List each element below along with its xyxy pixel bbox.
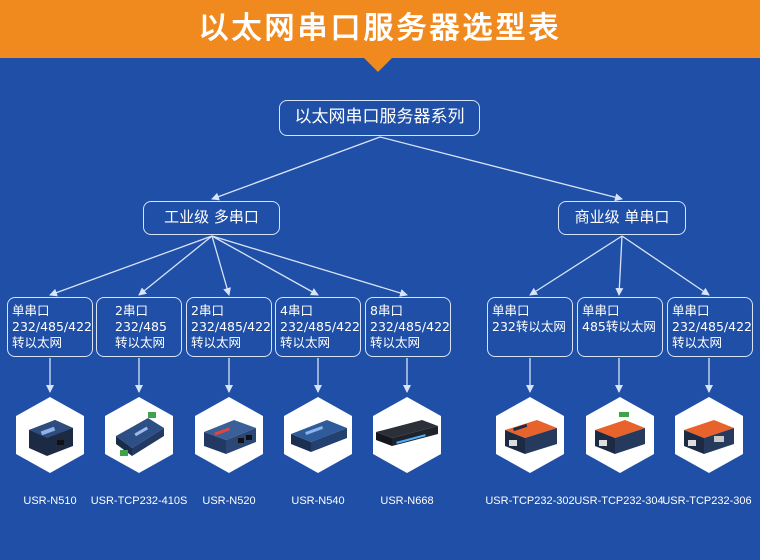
edge-commercial-304	[615, 235, 624, 296]
spec-box-n510: 单串口 232/485/422 转以太网	[7, 297, 93, 357]
spec-box-n520: 2串口 232/485/422 转以太网	[186, 297, 272, 357]
spec-box-302: 单串口 232转以太网	[487, 297, 573, 357]
product-image-302	[495, 396, 565, 474]
spec-box-n668: 8串口 232/485/422 转以太网	[365, 297, 451, 357]
model-label-n540: USR-N540	[291, 495, 345, 507]
spec-line: 232/485/422	[280, 319, 360, 334]
model-label-306: USR-TCP232-306	[662, 495, 752, 507]
spec-box-410s: 2串口 232/485 转以太网	[96, 297, 182, 357]
edge-root-commercial	[379, 136, 623, 202]
spec-line: 232/485/422	[672, 319, 752, 334]
edge-industrial-n510	[49, 235, 213, 297]
spec-line: 转以太网	[280, 335, 331, 350]
product-image-306	[674, 396, 744, 474]
spec-line: 转以太网	[672, 335, 723, 350]
model-label-n668: USR-N668	[380, 495, 434, 507]
product-image-n520	[194, 396, 264, 474]
edge-industrial-n540	[211, 235, 319, 296]
spec-line: 2串口	[115, 303, 148, 318]
model-label-304: USR-TCP232-304	[574, 495, 664, 507]
spec-line: 转以太网	[370, 335, 421, 350]
edge-commercial-302	[529, 235, 623, 296]
root-node: 以太网串口服务器系列	[279, 100, 480, 136]
spec-line: 232/485	[115, 319, 167, 334]
edge-industrial-410s	[138, 235, 213, 296]
edge-industrial-n668	[211, 235, 408, 297]
model-label-410s: USR-TCP232-410S	[90, 495, 188, 507]
product-image-n510	[15, 396, 85, 474]
model-label-n520: USR-N520	[202, 495, 256, 507]
spec-box-n540: 4串口 232/485/422 转以太网	[275, 297, 361, 357]
spec-line: 单串口	[582, 303, 620, 318]
spec-line: 232/485/422	[191, 319, 271, 334]
spec-line: 单串口	[672, 303, 710, 318]
edge-industrial-n520	[211, 235, 231, 296]
edge-commercial-306	[621, 235, 710, 296]
spec-line: 232/485/422	[370, 319, 450, 334]
title-banner	[0, 0, 760, 58]
spec-line: 4串口	[280, 303, 313, 318]
spec-line: 232/485/422	[12, 319, 92, 334]
product-image-410s	[104, 396, 174, 474]
model-label-302: USR-TCP232-302	[485, 495, 575, 507]
spec-box-304: 单串口 485转以太网	[577, 297, 663, 357]
category-industrial: 工业级 多串口	[143, 201, 280, 235]
model-label-n510: USR-N510	[23, 495, 77, 507]
product-image-n668	[372, 396, 442, 474]
spec-line: 8串口	[370, 303, 403, 318]
spec-line: 转以太网	[191, 335, 242, 350]
spec-line: 转以太网	[12, 335, 63, 350]
category-commercial: 商业级 单串口	[558, 201, 686, 235]
spec-box-306: 单串口 232/485/422 转以太网	[667, 297, 753, 357]
spec-line: 单串口	[12, 303, 50, 318]
spec-line: 单串口	[492, 303, 530, 318]
spec-line: 485转以太网	[582, 319, 656, 334]
product-image-304	[585, 396, 655, 474]
product-image-n540	[283, 396, 353, 474]
banner-pointer	[362, 56, 394, 72]
spec-line: 转以太网	[115, 335, 166, 350]
spec-line: 232转以太网	[492, 319, 566, 334]
spec-line: 2串口	[191, 303, 224, 318]
edge-root-industrial	[211, 136, 381, 201]
page-title: 以太网串口服务器选型表	[198, 11, 562, 46]
